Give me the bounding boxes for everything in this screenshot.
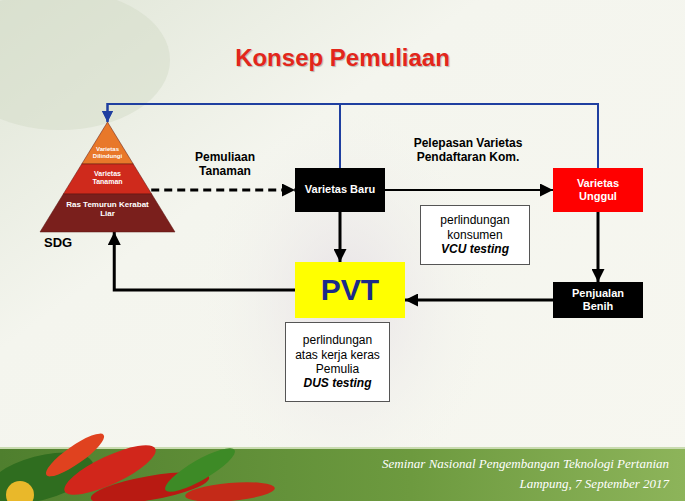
box-subtext: DUS testing (303, 376, 371, 390)
process-box: Penjualan Benih (553, 282, 643, 318)
pyramid-caption: SDG (44, 236, 72, 251)
pvt-box: PVT (295, 262, 405, 318)
pyramid-tier (40, 194, 175, 232)
tier-text: Varietas Dilindungi (88, 146, 128, 160)
flow-arrow (108, 104, 599, 168)
box-subtext: VCU testing (441, 242, 509, 256)
faint-leaf (0, 0, 170, 130)
title-text: Konsep Pemuliaan (0, 44, 685, 72)
note-box: perlindungan atas kerja keras PemuliaDUS… (285, 322, 390, 402)
box-text: Penjualan Benih (558, 287, 638, 313)
tier-text: Varietas Tanaman (83, 170, 133, 186)
vegetables-illustration (0, 428, 276, 501)
pyramid-tier (82, 122, 134, 164)
edge-label: Pelepasan Varietas Pendaftaran Kom. (403, 136, 533, 164)
box-text: PVT (321, 272, 379, 308)
footer-text: Lampung, 7 September 2017 (520, 476, 670, 492)
flow-arrow (405, 299, 553, 302)
box-text: Varietas Baru (305, 183, 375, 196)
flow-arrow (339, 212, 342, 262)
sdg-pyramid: Varietas DilindungiVarietas TanamanRas T… (40, 122, 175, 232)
edge-label: Pemuliaan Tanaman (180, 150, 270, 178)
box-text: perlindungan atas kerja keras Pemulia (291, 333, 384, 376)
process-box: Varietas Unggul (553, 168, 643, 212)
process-box: Varietas Baru (295, 168, 385, 212)
flow-arrow (114, 232, 295, 290)
dashed-arrow (151, 189, 295, 192)
footer-text: Seminar Nasional Pengembangan Teknologi … (382, 456, 669, 472)
pyramid-tier (63, 164, 151, 194)
tier-text: Ras Temurun Kerabat Liar (66, 200, 150, 218)
box-text: Varietas Unggul (558, 177, 638, 203)
note-box: perlindungan konsumenVCU testing (420, 205, 530, 265)
flow-arrow (385, 189, 553, 191)
footer-line (0, 447, 685, 449)
box-text: perlindungan konsumen (426, 213, 524, 242)
flow-arrow (597, 212, 600, 282)
